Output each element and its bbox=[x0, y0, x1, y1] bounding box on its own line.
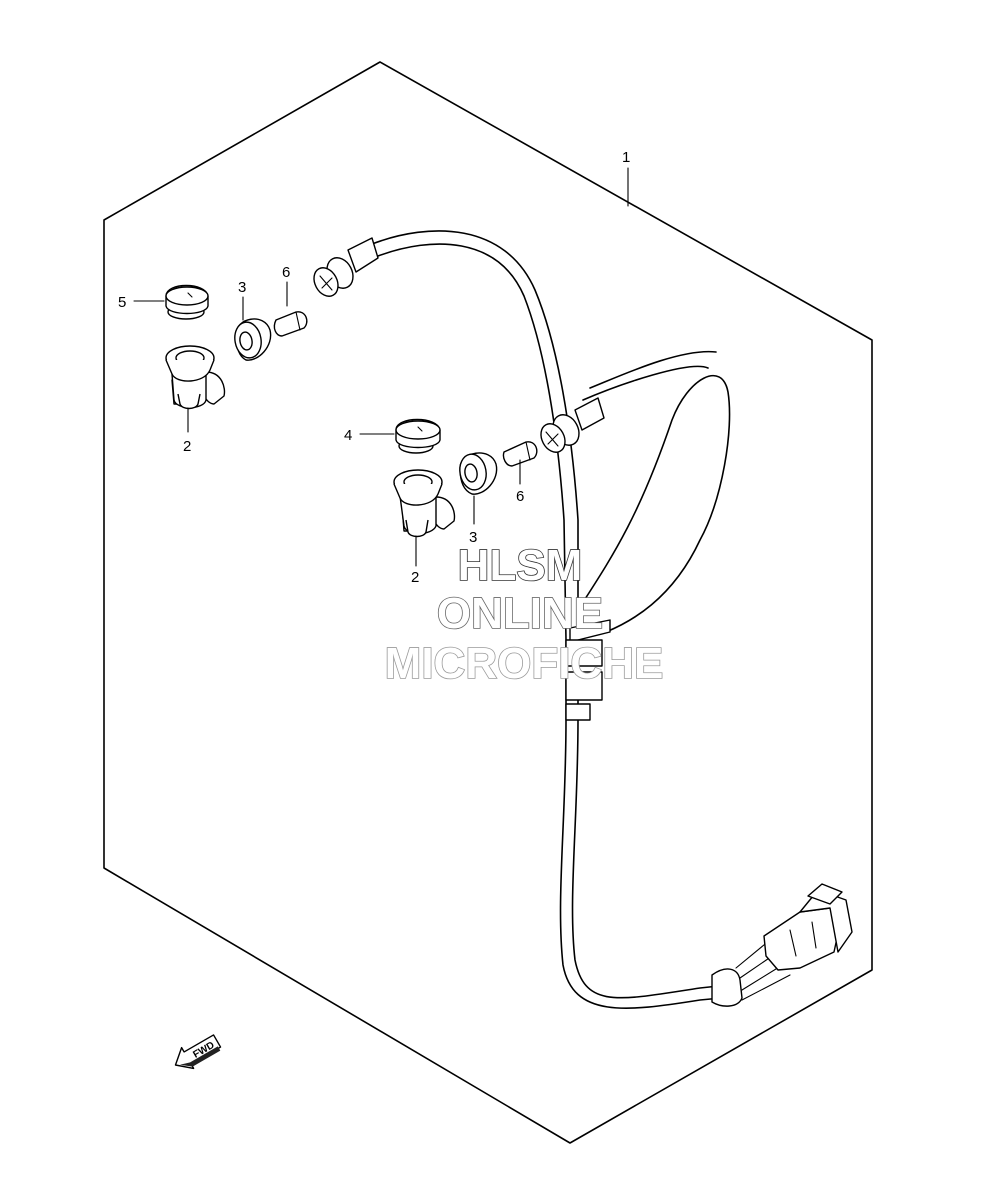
callout-2-top: 2 bbox=[183, 438, 191, 455]
grommet-part-3-top bbox=[234, 318, 272, 361]
callout-6-top: 6 bbox=[282, 264, 290, 281]
lamp-housing-part-2-top bbox=[165, 345, 226, 410]
bulb-socket-connector-top bbox=[313, 237, 379, 297]
callout-4: 4 bbox=[344, 427, 352, 444]
diagram-frame bbox=[103, 61, 873, 1144]
callout-6-bottom: 6 bbox=[516, 488, 524, 505]
harness-coupler bbox=[711, 883, 853, 1007]
watermark-line-2: ONLINE bbox=[437, 589, 603, 638]
cap-part-5 bbox=[165, 284, 209, 320]
watermark-line-3: MICROFICHE bbox=[385, 639, 664, 688]
callout-5: 5 bbox=[118, 294, 126, 311]
callout-2-bottom: 2 bbox=[411, 569, 419, 586]
bulb-part-6-bottom bbox=[502, 441, 538, 467]
lamp-housing-part-2-bottom bbox=[393, 469, 456, 538]
callout-3-bottom: 3 bbox=[469, 529, 477, 546]
wiring-harness bbox=[313, 230, 853, 1009]
bulb-socket-connector-middle bbox=[540, 397, 605, 453]
bulb-part-6-top bbox=[273, 311, 308, 337]
grommet-part-3-bottom bbox=[459, 452, 498, 495]
cap-part-4 bbox=[395, 418, 441, 454]
callout-3-top: 3 bbox=[238, 279, 246, 296]
forward-arrow-icon: FWD bbox=[174, 1034, 222, 1070]
watermark-line-1: HLSM bbox=[458, 541, 583, 590]
callout-1: 1 bbox=[622, 149, 630, 166]
